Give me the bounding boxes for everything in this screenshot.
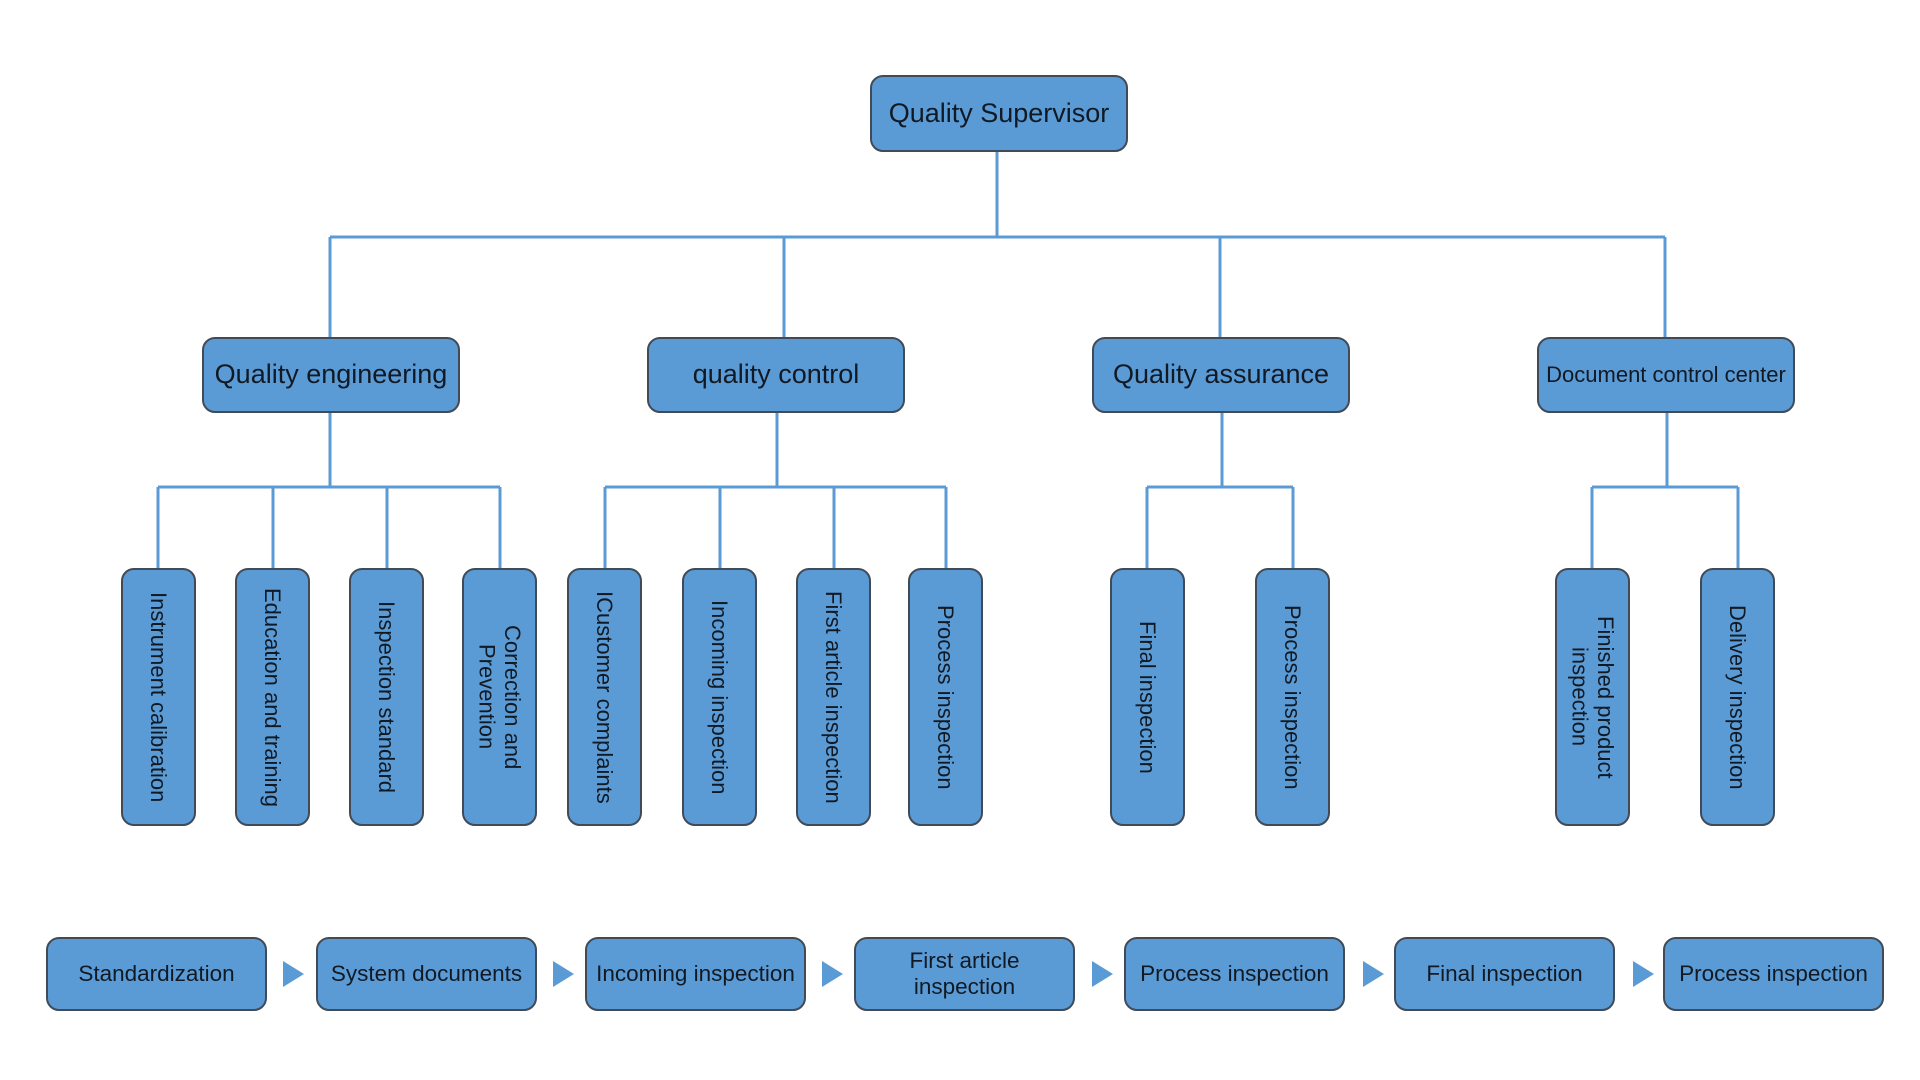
- flow-step: Process inspection: [1663, 937, 1884, 1011]
- department-node: Document control center: [1537, 337, 1795, 413]
- department-label: Quality assurance: [1112, 359, 1330, 390]
- function-node: Incoming inspection: [682, 568, 757, 826]
- flow-step-label: Process inspection: [1140, 961, 1329, 987]
- function-label: Inspection standard: [374, 600, 400, 794]
- function-label: Delivery inspection: [1725, 604, 1751, 790]
- function-label: First article inspection: [821, 590, 847, 804]
- department-label: Document control center: [1546, 362, 1786, 388]
- function-label: Education and training: [260, 587, 286, 807]
- root-node: Quality Supervisor: [870, 75, 1128, 152]
- flow-step-label: Incoming inspection: [596, 961, 795, 987]
- function-label: Instrument calibration: [146, 591, 172, 803]
- root-label: Quality Supervisor: [888, 97, 1110, 128]
- flow-step: Standardization: [46, 937, 267, 1011]
- flow-step: Final inspection: [1394, 937, 1615, 1011]
- department-label: quality control: [692, 359, 860, 390]
- flow-step-label: First article inspection: [909, 948, 1020, 999]
- triangle-right-icon: [283, 961, 304, 987]
- function-label: Correction and Prevention: [474, 624, 525, 770]
- triangle-right-icon: [822, 961, 843, 987]
- function-label: Finished product inspection: [1567, 615, 1618, 779]
- department-node: Quality engineering: [202, 337, 460, 413]
- triangle-right-icon: [553, 961, 574, 987]
- function-node: Inspection standard: [349, 568, 424, 826]
- function-label: Process inspection: [1280, 604, 1306, 790]
- flow-step-label: Process inspection: [1679, 961, 1868, 987]
- flow-step: Process inspection: [1124, 937, 1345, 1011]
- function-node: First article inspection: [796, 568, 871, 826]
- triangle-right-icon: [1633, 961, 1654, 987]
- triangle-right-icon: [1363, 961, 1384, 987]
- function-node: Correction and Prevention: [462, 568, 537, 826]
- function-label: Process inspection: [933, 604, 959, 790]
- function-label: Incoming inspection: [707, 599, 733, 795]
- department-node: quality control: [647, 337, 905, 413]
- flow-step-label: Final inspection: [1426, 961, 1583, 987]
- triangle-right-icon: [1092, 961, 1113, 987]
- department-label: Quality engineering: [214, 359, 448, 390]
- function-node: Final inspection: [1110, 568, 1185, 826]
- flow-step-label: Standardization: [78, 961, 235, 987]
- function-label: Final inspection: [1135, 620, 1161, 774]
- function-node: Finished product inspection: [1555, 568, 1630, 826]
- flow-step-label: System documents: [330, 961, 523, 987]
- function-node: Delivery inspection: [1700, 568, 1775, 826]
- function-node: Education and training: [235, 568, 310, 826]
- flow-step: First article inspection: [854, 937, 1075, 1011]
- function-node: ICustomer complaints: [567, 568, 642, 826]
- flow-step: System documents: [316, 937, 537, 1011]
- flow-step: Incoming inspection: [585, 937, 806, 1011]
- function-node: Process inspection: [908, 568, 983, 826]
- function-label: ICustomer complaints: [592, 590, 618, 804]
- function-node: Process inspection: [1255, 568, 1330, 826]
- function-node: Instrument calibration: [121, 568, 196, 826]
- department-node: Quality assurance: [1092, 337, 1350, 413]
